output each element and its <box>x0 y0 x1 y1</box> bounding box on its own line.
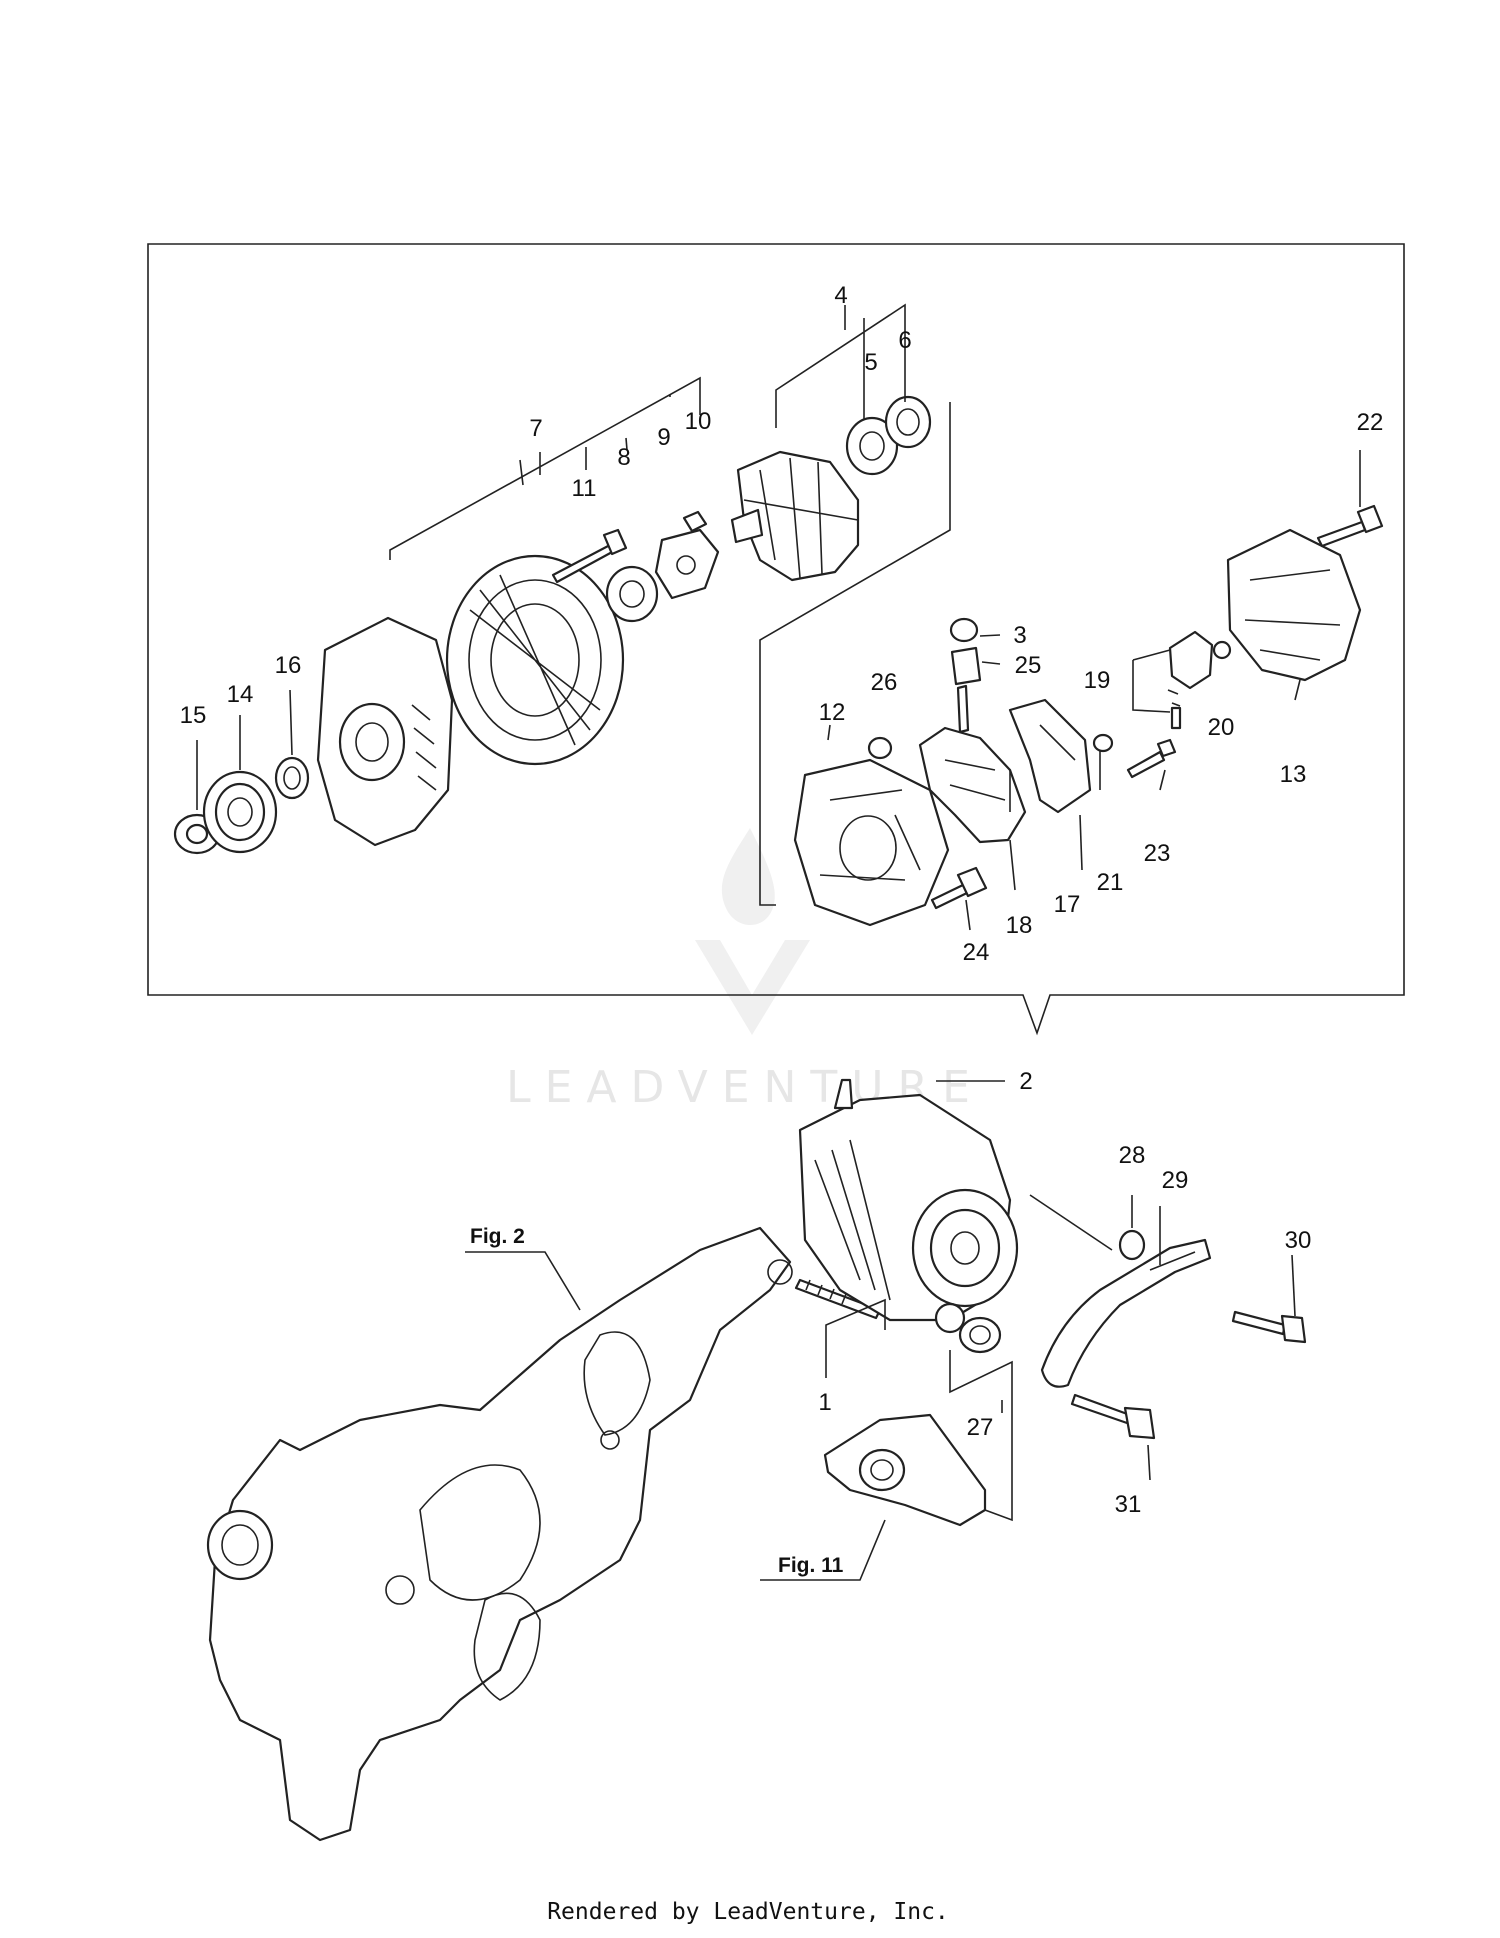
fig11-tensioner <box>823 1413 987 1527</box>
part-11-stud <box>551 528 628 584</box>
callout-31: 31 <box>1115 1491 1142 1518</box>
part-2-alternator <box>798 1078 1019 1334</box>
part-25-insulator <box>950 646 982 734</box>
part-29-strap <box>1040 1238 1212 1388</box>
callout-23: 23 <box>1144 840 1171 867</box>
callout-30: 30 <box>1285 1227 1312 1254</box>
part-30-bolt <box>1231 1310 1307 1344</box>
callout-7: 7 <box>529 415 542 442</box>
callout-labels: 1 2 3 4 5 6 7 8 9 10 11 12 13 14 15 16 1… <box>180 282 1384 1518</box>
part-13-rear-cover <box>1226 528 1362 682</box>
callout-14: 14 <box>227 681 254 708</box>
callout-20: 20 <box>1208 714 1235 741</box>
callout-22: 22 <box>1357 409 1384 436</box>
part-9-plate <box>654 528 720 600</box>
part-6-cover <box>884 395 932 449</box>
part-16-collar <box>274 756 310 800</box>
part-28-collar <box>1118 1229 1146 1261</box>
fig2-reference: Fig. 2 <box>465 1225 581 1311</box>
part-21-screw <box>1092 733 1114 753</box>
callout-4: 4 <box>834 282 847 309</box>
part-8-bearing <box>605 565 659 623</box>
part-19-brush-holder <box>1167 630 1214 730</box>
part-22-bolt <box>1316 504 1384 548</box>
callout-3: 3 <box>1013 622 1026 649</box>
callout-17: 17 <box>1054 891 1081 918</box>
fig2-gear-case <box>206 1226 793 1842</box>
callout-15: 15 <box>180 702 207 729</box>
callout-21: 21 <box>1097 869 1124 896</box>
callout-9: 9 <box>657 424 670 451</box>
part-3-nut <box>949 617 979 643</box>
footer-credit: Rendered by LeadVenture, Inc. <box>547 1899 949 1925</box>
exploded-view-frame <box>147 243 1405 1036</box>
callout-18: 18 <box>1006 912 1033 939</box>
callout-28: 28 <box>1119 1142 1146 1169</box>
fig11-reference: Fig. 11 <box>760 1519 886 1581</box>
callout-25: 25 <box>1015 652 1042 679</box>
part-4-rotor <box>730 450 860 582</box>
callout-11: 11 <box>572 475 597 502</box>
part-31-bolt <box>1070 1393 1156 1440</box>
callout-27: 27 <box>967 1414 994 1441</box>
callout-5: 5 <box>864 349 877 376</box>
callout-24: 24 <box>963 939 990 966</box>
callout-12: 12 <box>819 699 846 726</box>
callout-1: 1 <box>818 1389 831 1416</box>
callout-19: 19 <box>1084 667 1111 694</box>
fig11-label: Fig. 11 <box>778 1554 844 1577</box>
fig2-label: Fig. 2 <box>470 1225 525 1248</box>
part-20-screw <box>1212 640 1232 660</box>
part-17-regulator <box>1008 698 1092 814</box>
part-23-bolt <box>1126 738 1177 779</box>
callout-2: 2 <box>1019 1068 1032 1095</box>
callout-10: 10 <box>685 408 712 435</box>
part-5-bearing <box>845 416 899 476</box>
callout-29: 29 <box>1162 1167 1189 1194</box>
part-26-nut <box>867 736 893 760</box>
part-front-bracket <box>316 616 454 847</box>
part-12-rear-housing <box>793 758 950 927</box>
callout-13: 13 <box>1280 761 1307 788</box>
leader-lines <box>196 303 1361 1522</box>
part-7-stator <box>445 554 625 766</box>
part-18-rectifier <box>918 726 1027 844</box>
part-27-nut <box>958 1316 1002 1354</box>
callout-26: 26 <box>871 669 898 696</box>
part-1-stud <box>794 1278 882 1320</box>
callout-16: 16 <box>275 652 302 679</box>
callout-8: 8 <box>617 444 630 471</box>
part-10-screw <box>682 510 708 533</box>
part-24-bolt <box>930 866 988 910</box>
callout-6: 6 <box>898 327 911 354</box>
part-14-pulley <box>202 770 278 854</box>
